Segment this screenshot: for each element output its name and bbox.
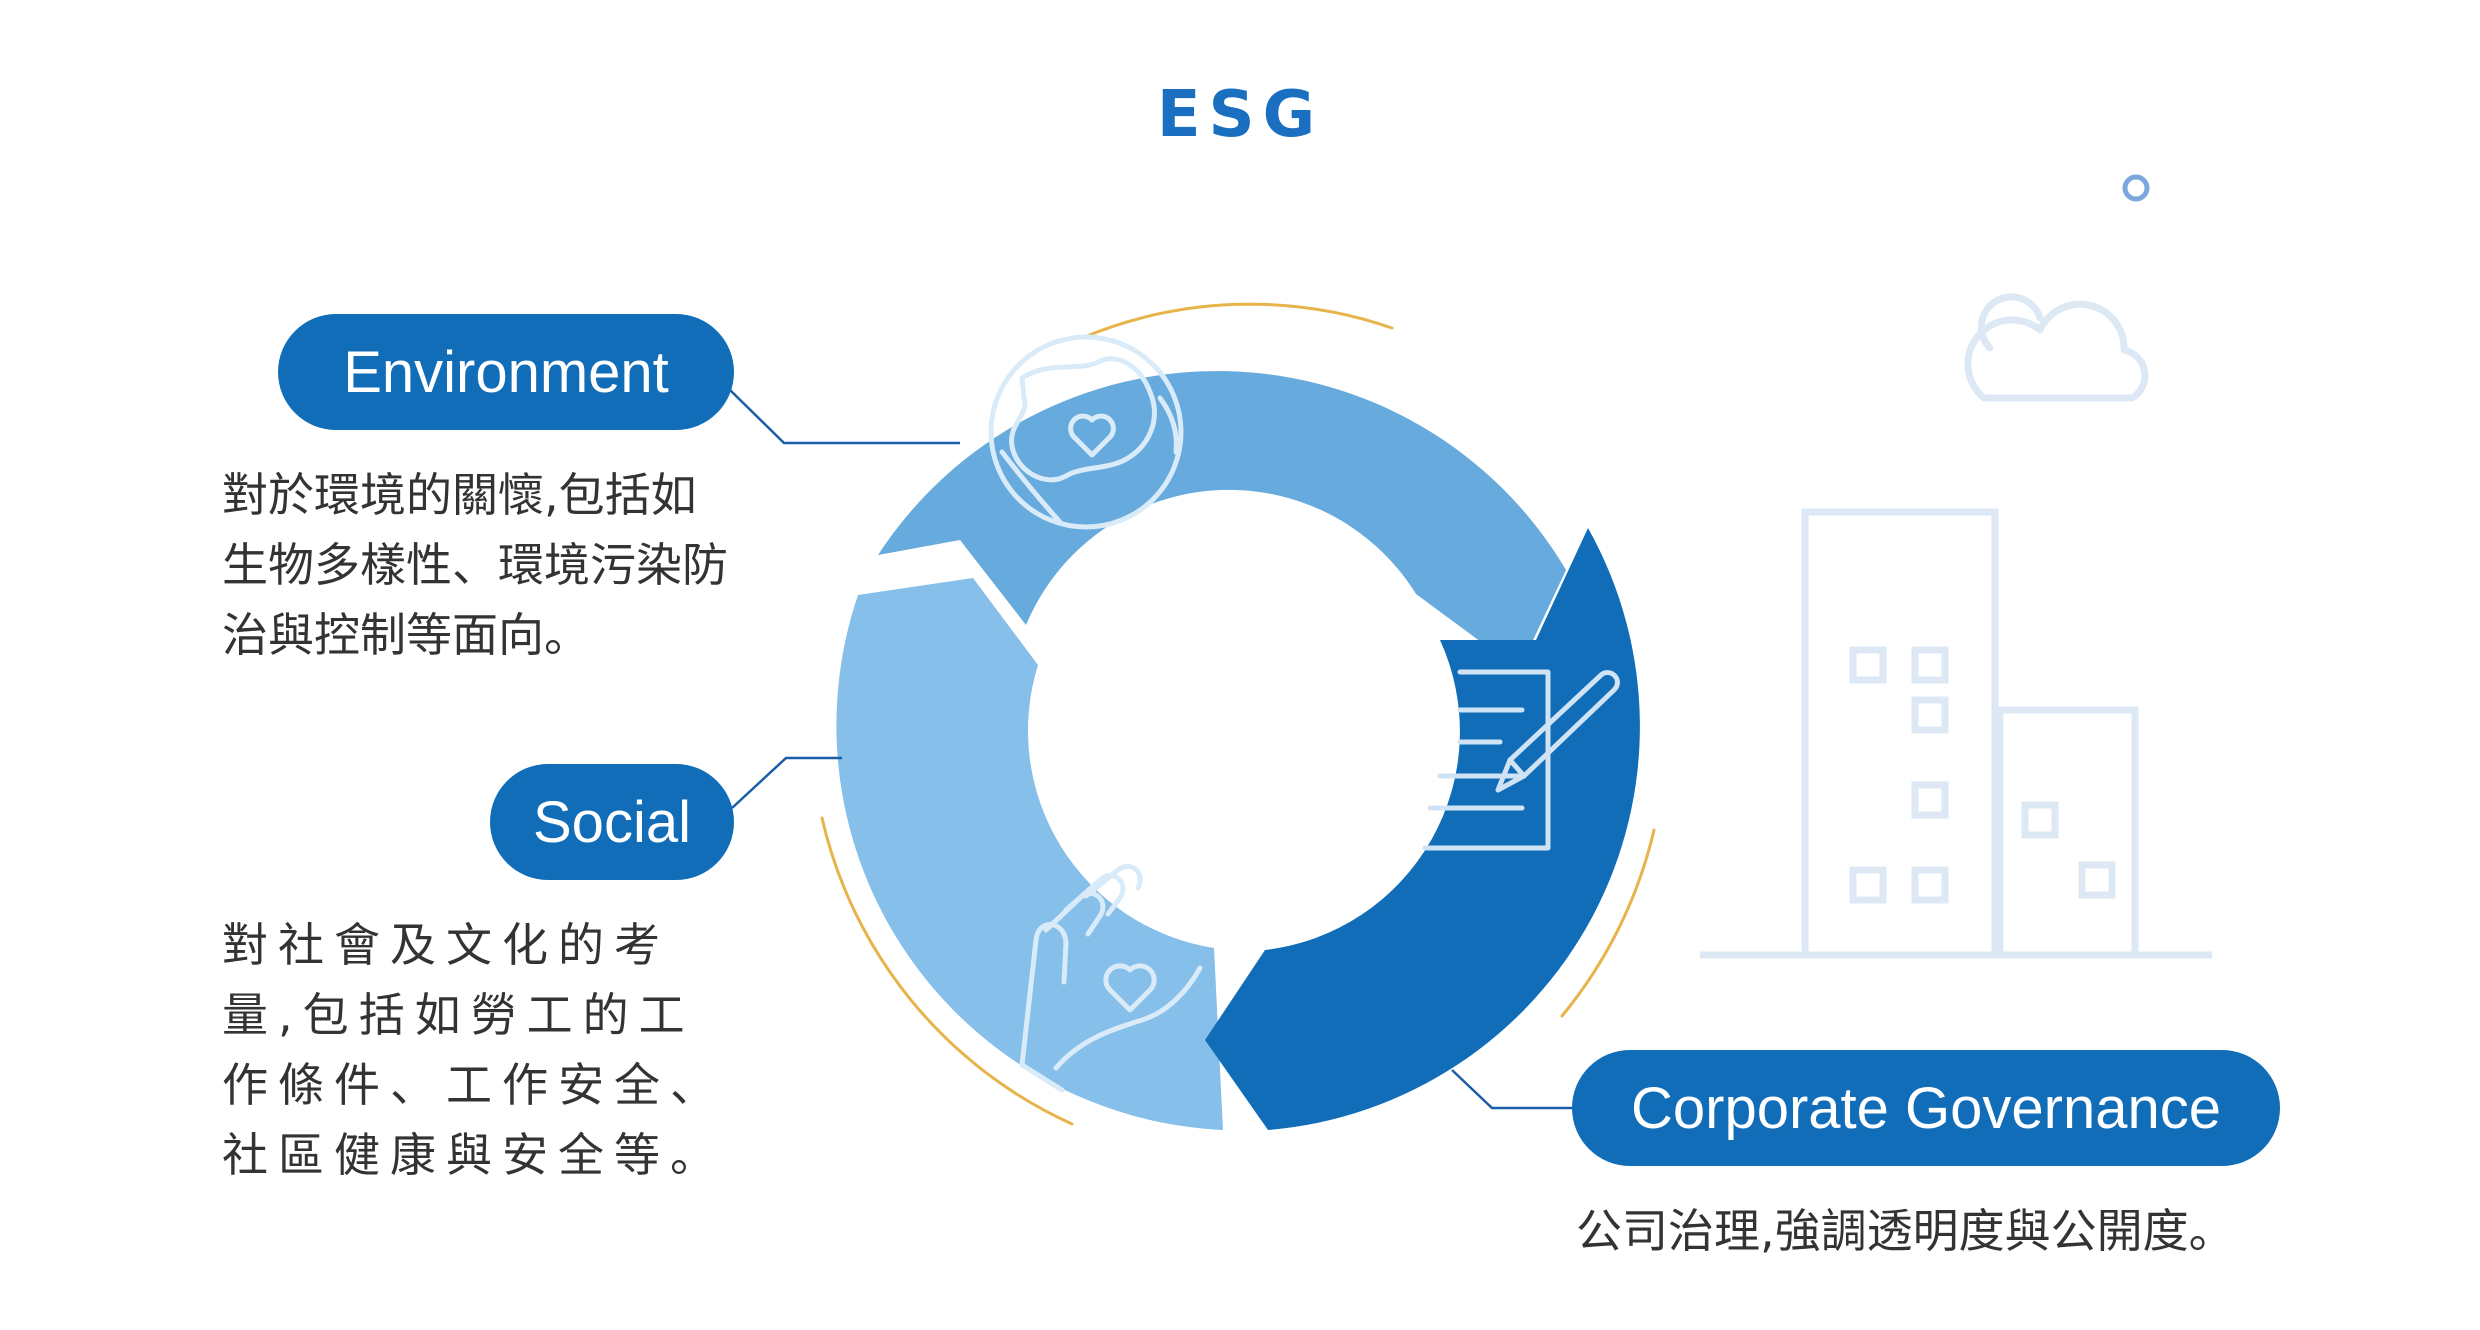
document-pen-icon [1422,669,1620,851]
governance-leader-line [1451,1069,1580,1110]
environment-segment [878,371,1566,670]
governance-description: 公司治理,強調透明度與公開度。 [1576,1204,2235,1258]
social-leader-line [731,756,842,809]
cloud-illustration [1964,293,2149,402]
gold-accent-arcs [820,302,1656,1126]
leader-lines [729,389,1580,1110]
social-description: 對社會及文化的考量,包括如勞工的工作條件、工作安全、社區健康與安全等。 [222,918,726,1182]
governance-segment [1205,528,1640,1130]
page-title: ESG [1156,78,1324,152]
environment-label-pill: Environment [278,314,734,430]
environment-description: 對於環境的關懷,包括如生物多樣性、環境污染防治與控制等面向。 [222,468,728,662]
title-underline [368,174,2150,202]
underline-end-dot [2122,174,2150,202]
hands-heart-icon [1019,863,1203,1093]
governance-label-pill: Corporate Governance [1572,1050,2280,1166]
social-label-pill: Social [490,764,734,880]
earth-heart-icon [988,334,1184,530]
social-segment [836,578,1223,1130]
buildings-illustration [1700,508,2212,959]
environment-leader-line [729,389,960,445]
